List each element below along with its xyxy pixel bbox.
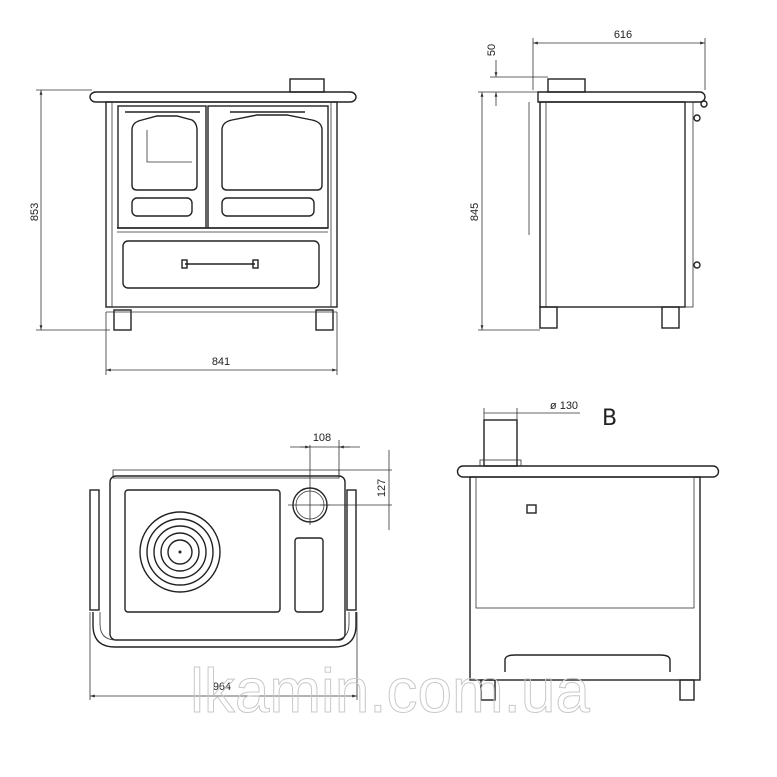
view-letter-b: B [602, 406, 617, 431]
top-flue-y-label: 127 [376, 479, 388, 497]
right-door [207, 105, 329, 229]
top-width-label: 964 [213, 681, 231, 693]
front-width-label: 841 [212, 356, 230, 368]
top-view: 108 127 964 [89, 432, 392, 700]
flue-pipe [483, 419, 518, 467]
front-height-label: 853 [29, 203, 41, 221]
side-height-label: 845 [469, 203, 481, 221]
top-flue-x-label: 108 [313, 432, 331, 444]
side-view: 616 50 845 [469, 29, 708, 331]
ash-drawer [122, 240, 320, 289]
back-view: ø 130 B [456, 400, 720, 701]
front-view: 853 841 [29, 78, 357, 375]
side-flue-height-label: 50 [486, 44, 498, 56]
watermark: lkamin.com.ua [190, 657, 590, 726]
hob-plate [124, 489, 281, 613]
side-depth-label: 616 [614, 29, 632, 41]
left-door [117, 105, 207, 229]
flue-diameter-label: ø 130 [550, 400, 578, 412]
